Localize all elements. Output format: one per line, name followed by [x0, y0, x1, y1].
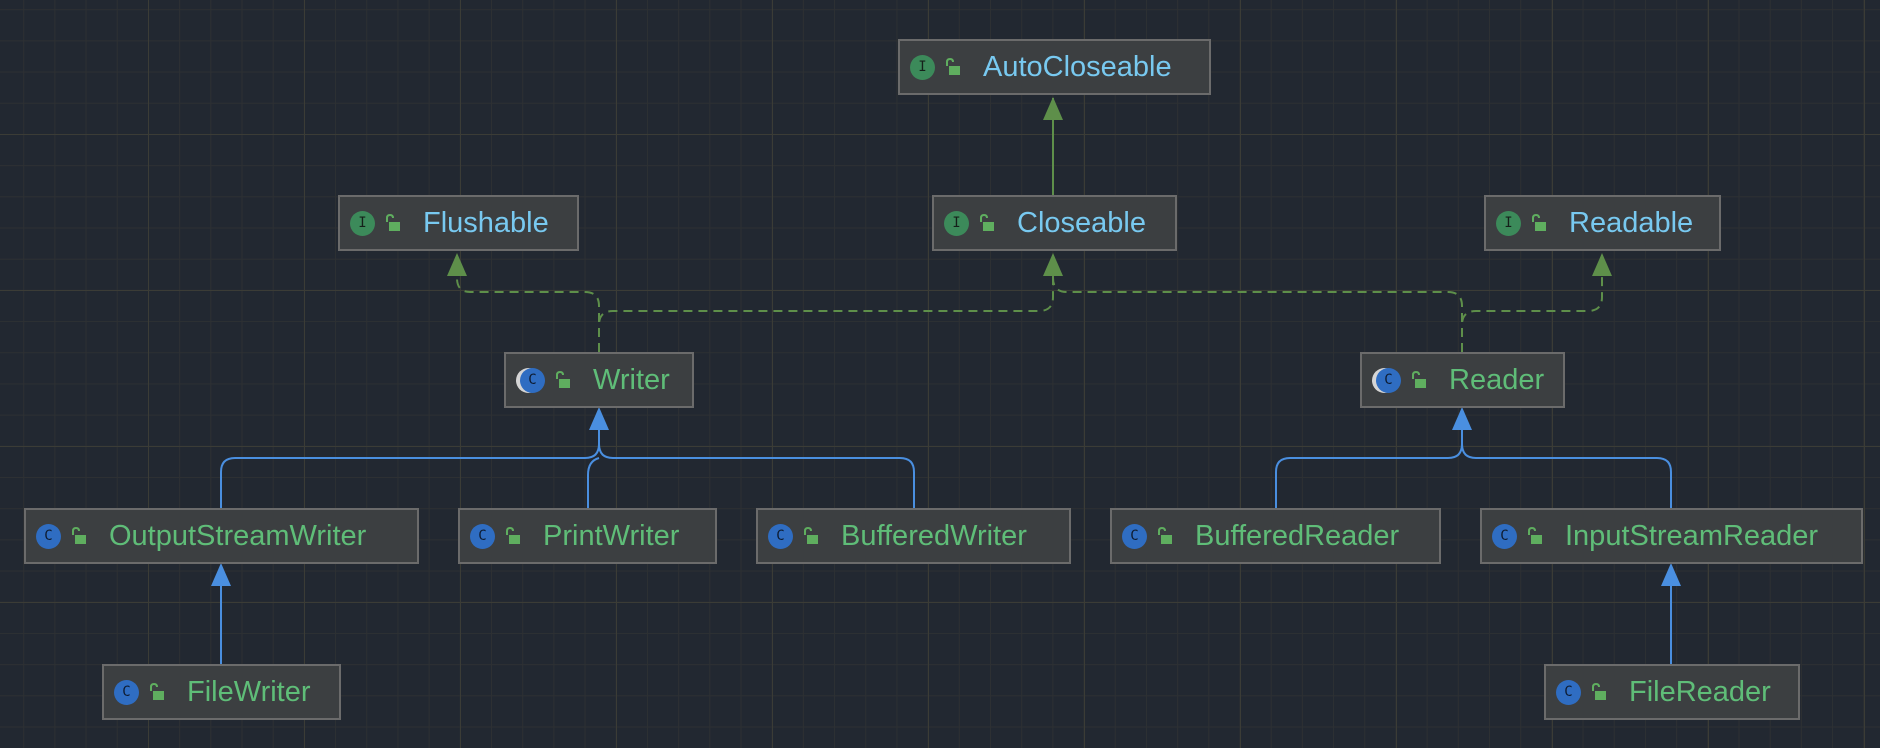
interface-icon: I	[350, 210, 375, 236]
node-label: OutputStreamWriter	[109, 519, 367, 552]
arrowhead-closeable	[1043, 253, 1063, 276]
edge-bufferedwriter-writer	[598, 443, 915, 508]
node-bufferedreader[interactable]: C BufferedReader	[1110, 508, 1441, 564]
class-icon: C	[768, 523, 793, 549]
edge-bufferedreader-reader	[1275, 410, 1463, 508]
node-bufferedwriter[interactable]: C BufferedWriter	[756, 508, 1071, 564]
edge-writer-flushable	[456, 255, 600, 352]
arrowhead-flushable	[447, 253, 467, 276]
public-lock-icon	[506, 527, 520, 544]
class-icon: C	[114, 679, 139, 705]
arrowhead-inputstreamreader	[1661, 563, 1681, 586]
node-label: FileReader	[1629, 675, 1771, 708]
node-writer[interactable]: C Writer	[504, 352, 694, 408]
class-icon: C	[470, 523, 495, 549]
node-reader[interactable]: C Reader	[1360, 352, 1565, 408]
class-icon: C	[1122, 523, 1147, 549]
abstract-class-icon: C	[1376, 367, 1401, 393]
node-autocloseable[interactable]: I AutoCloseable	[898, 39, 1211, 95]
public-lock-icon	[556, 371, 570, 388]
edge-outputstreamwriter-writer	[220, 410, 600, 508]
class-icon: C	[1492, 523, 1517, 549]
public-lock-icon	[1412, 371, 1426, 388]
node-filewriter[interactable]: C FileWriter	[102, 664, 341, 720]
arrowhead-outputstreamwriter	[211, 563, 231, 586]
public-lock-icon	[386, 214, 400, 231]
interface-icon: I	[910, 54, 935, 80]
node-flushable[interactable]: I Flushable	[338, 195, 579, 251]
node-filereader[interactable]: C FileReader	[1544, 664, 1800, 720]
arrowhead-readable	[1592, 253, 1612, 276]
public-lock-icon	[1532, 214, 1546, 231]
node-label: Closeable	[1017, 206, 1146, 239]
public-lock-icon	[1528, 527, 1542, 544]
public-lock-icon	[1158, 527, 1172, 544]
node-printwriter[interactable]: C PrintWriter	[458, 508, 717, 564]
public-lock-icon	[980, 214, 994, 231]
node-readable[interactable]: I Readable	[1484, 195, 1721, 251]
edge-printwriter-writer	[587, 457, 600, 508]
node-label: Readable	[1569, 206, 1694, 239]
interface-icon: I	[944, 210, 969, 236]
node-closeable[interactable]: I Closeable	[932, 195, 1177, 251]
public-lock-icon	[1592, 683, 1606, 700]
interface-icon: I	[1496, 210, 1521, 236]
node-label: InputStreamReader	[1565, 519, 1819, 552]
public-lock-icon	[804, 527, 818, 544]
edge-reader-readable	[1461, 255, 1603, 352]
node-label: Flushable	[423, 206, 549, 239]
node-inputstreamreader[interactable]: C InputStreamReader	[1480, 508, 1863, 564]
class-icon: C	[36, 523, 61, 549]
arrowhead-reader	[1452, 407, 1472, 430]
abstract-class-icon: C	[520, 367, 545, 393]
node-outputstreamwriter[interactable]: C OutputStreamWriter	[24, 508, 419, 564]
node-label: BufferedReader	[1195, 519, 1400, 552]
node-label: PrintWriter	[543, 519, 680, 552]
arrowhead-writer	[589, 407, 609, 430]
node-label: Reader	[1449, 363, 1545, 396]
edge-writer-closeable	[598, 255, 1054, 352]
edge-reader-closeable	[1052, 255, 1463, 352]
public-lock-icon	[150, 683, 164, 700]
node-label: AutoCloseable	[983, 50, 1172, 83]
edge-inputstreamreader-reader	[1461, 443, 1672, 508]
node-label: BufferedWriter	[841, 519, 1027, 552]
public-lock-icon	[946, 58, 960, 75]
class-icon: C	[1556, 679, 1581, 705]
public-lock-icon	[72, 527, 86, 544]
node-label: FileWriter	[187, 675, 311, 708]
arrowhead-autocloseable	[1043, 97, 1063, 120]
node-label: Writer	[593, 363, 670, 396]
